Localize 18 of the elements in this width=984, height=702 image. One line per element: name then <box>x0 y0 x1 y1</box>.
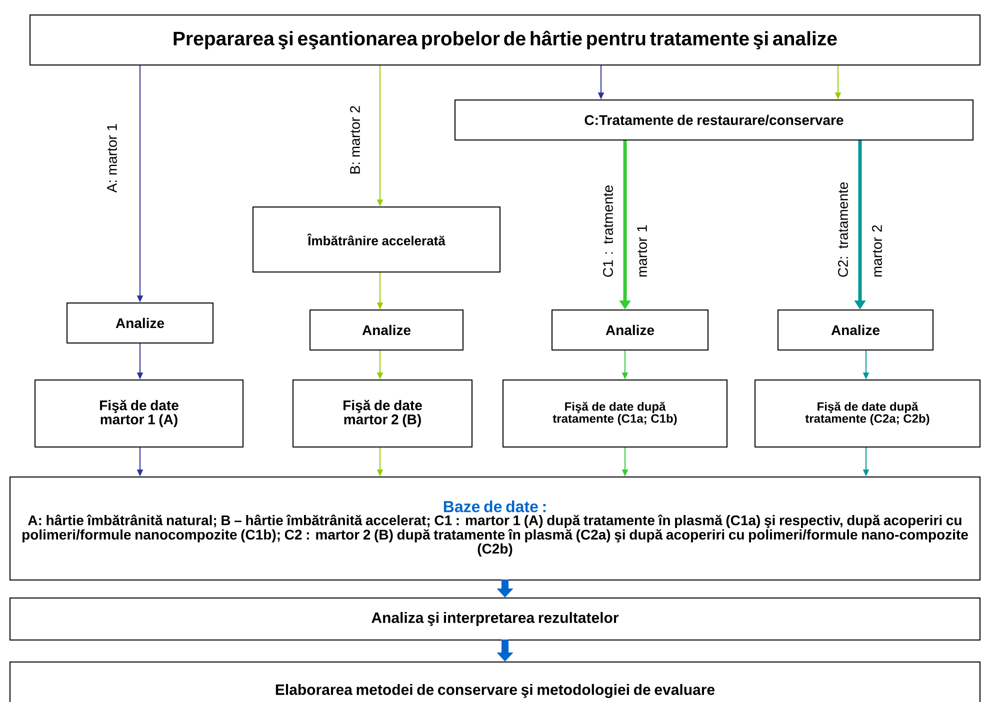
edge-label: B: martor 2 <box>350 106 360 174</box>
process-box: Fişă de date martor 2 (B) <box>292 380 472 448</box>
database-box: Baze de date : A: hârtie îmbătrânită natural; B – hârtie îmbătrânită accelerat; C1 : martor 1 (A) după tratamente în plasmă (C1a) şi respectiv, după acoperiri cu polimeri/formule nanocompozite (C1b); C2 : martor 2 (B) după tratamente în plasmă (C2a) şi după acoperiri cu polimeri/formule nano-compozite (C2b) <box>10 476 981 580</box>
process-box: Analize <box>66 302 214 344</box>
process-box: C:Tratamente de restaurare/conservare <box>454 100 974 140</box>
process-box: Fişă de date după tratamente (C1a; C1b) <box>502 380 728 448</box>
process-box: Analiza şi interpretarea rezultatelor <box>10 598 981 640</box>
process-box: Analize <box>310 310 464 350</box>
process-box: Analize <box>552 310 708 350</box>
edge-label: C1 : tratmente martor 1 <box>603 186 647 277</box>
process-box: Fişă de date după tratamente (C2a; C2b) <box>754 380 981 448</box>
edge-label: A: martor 1 <box>107 124 117 193</box>
edge-label: C2: tratamente martor 2 <box>838 182 882 277</box>
process-box: Elaborarea metodei de conservare şi metodologiei de evaluare <box>10 662 981 702</box>
process-box: Analize <box>778 310 934 350</box>
process-box: Fişă de date martor 1 (A) <box>34 380 244 448</box>
title-box: Prepararea şi eşantionarea probelor de hârtie pentru tratamente şi analize <box>30 14 981 66</box>
process-box: Îmbătrânire accelerată <box>252 206 500 272</box>
